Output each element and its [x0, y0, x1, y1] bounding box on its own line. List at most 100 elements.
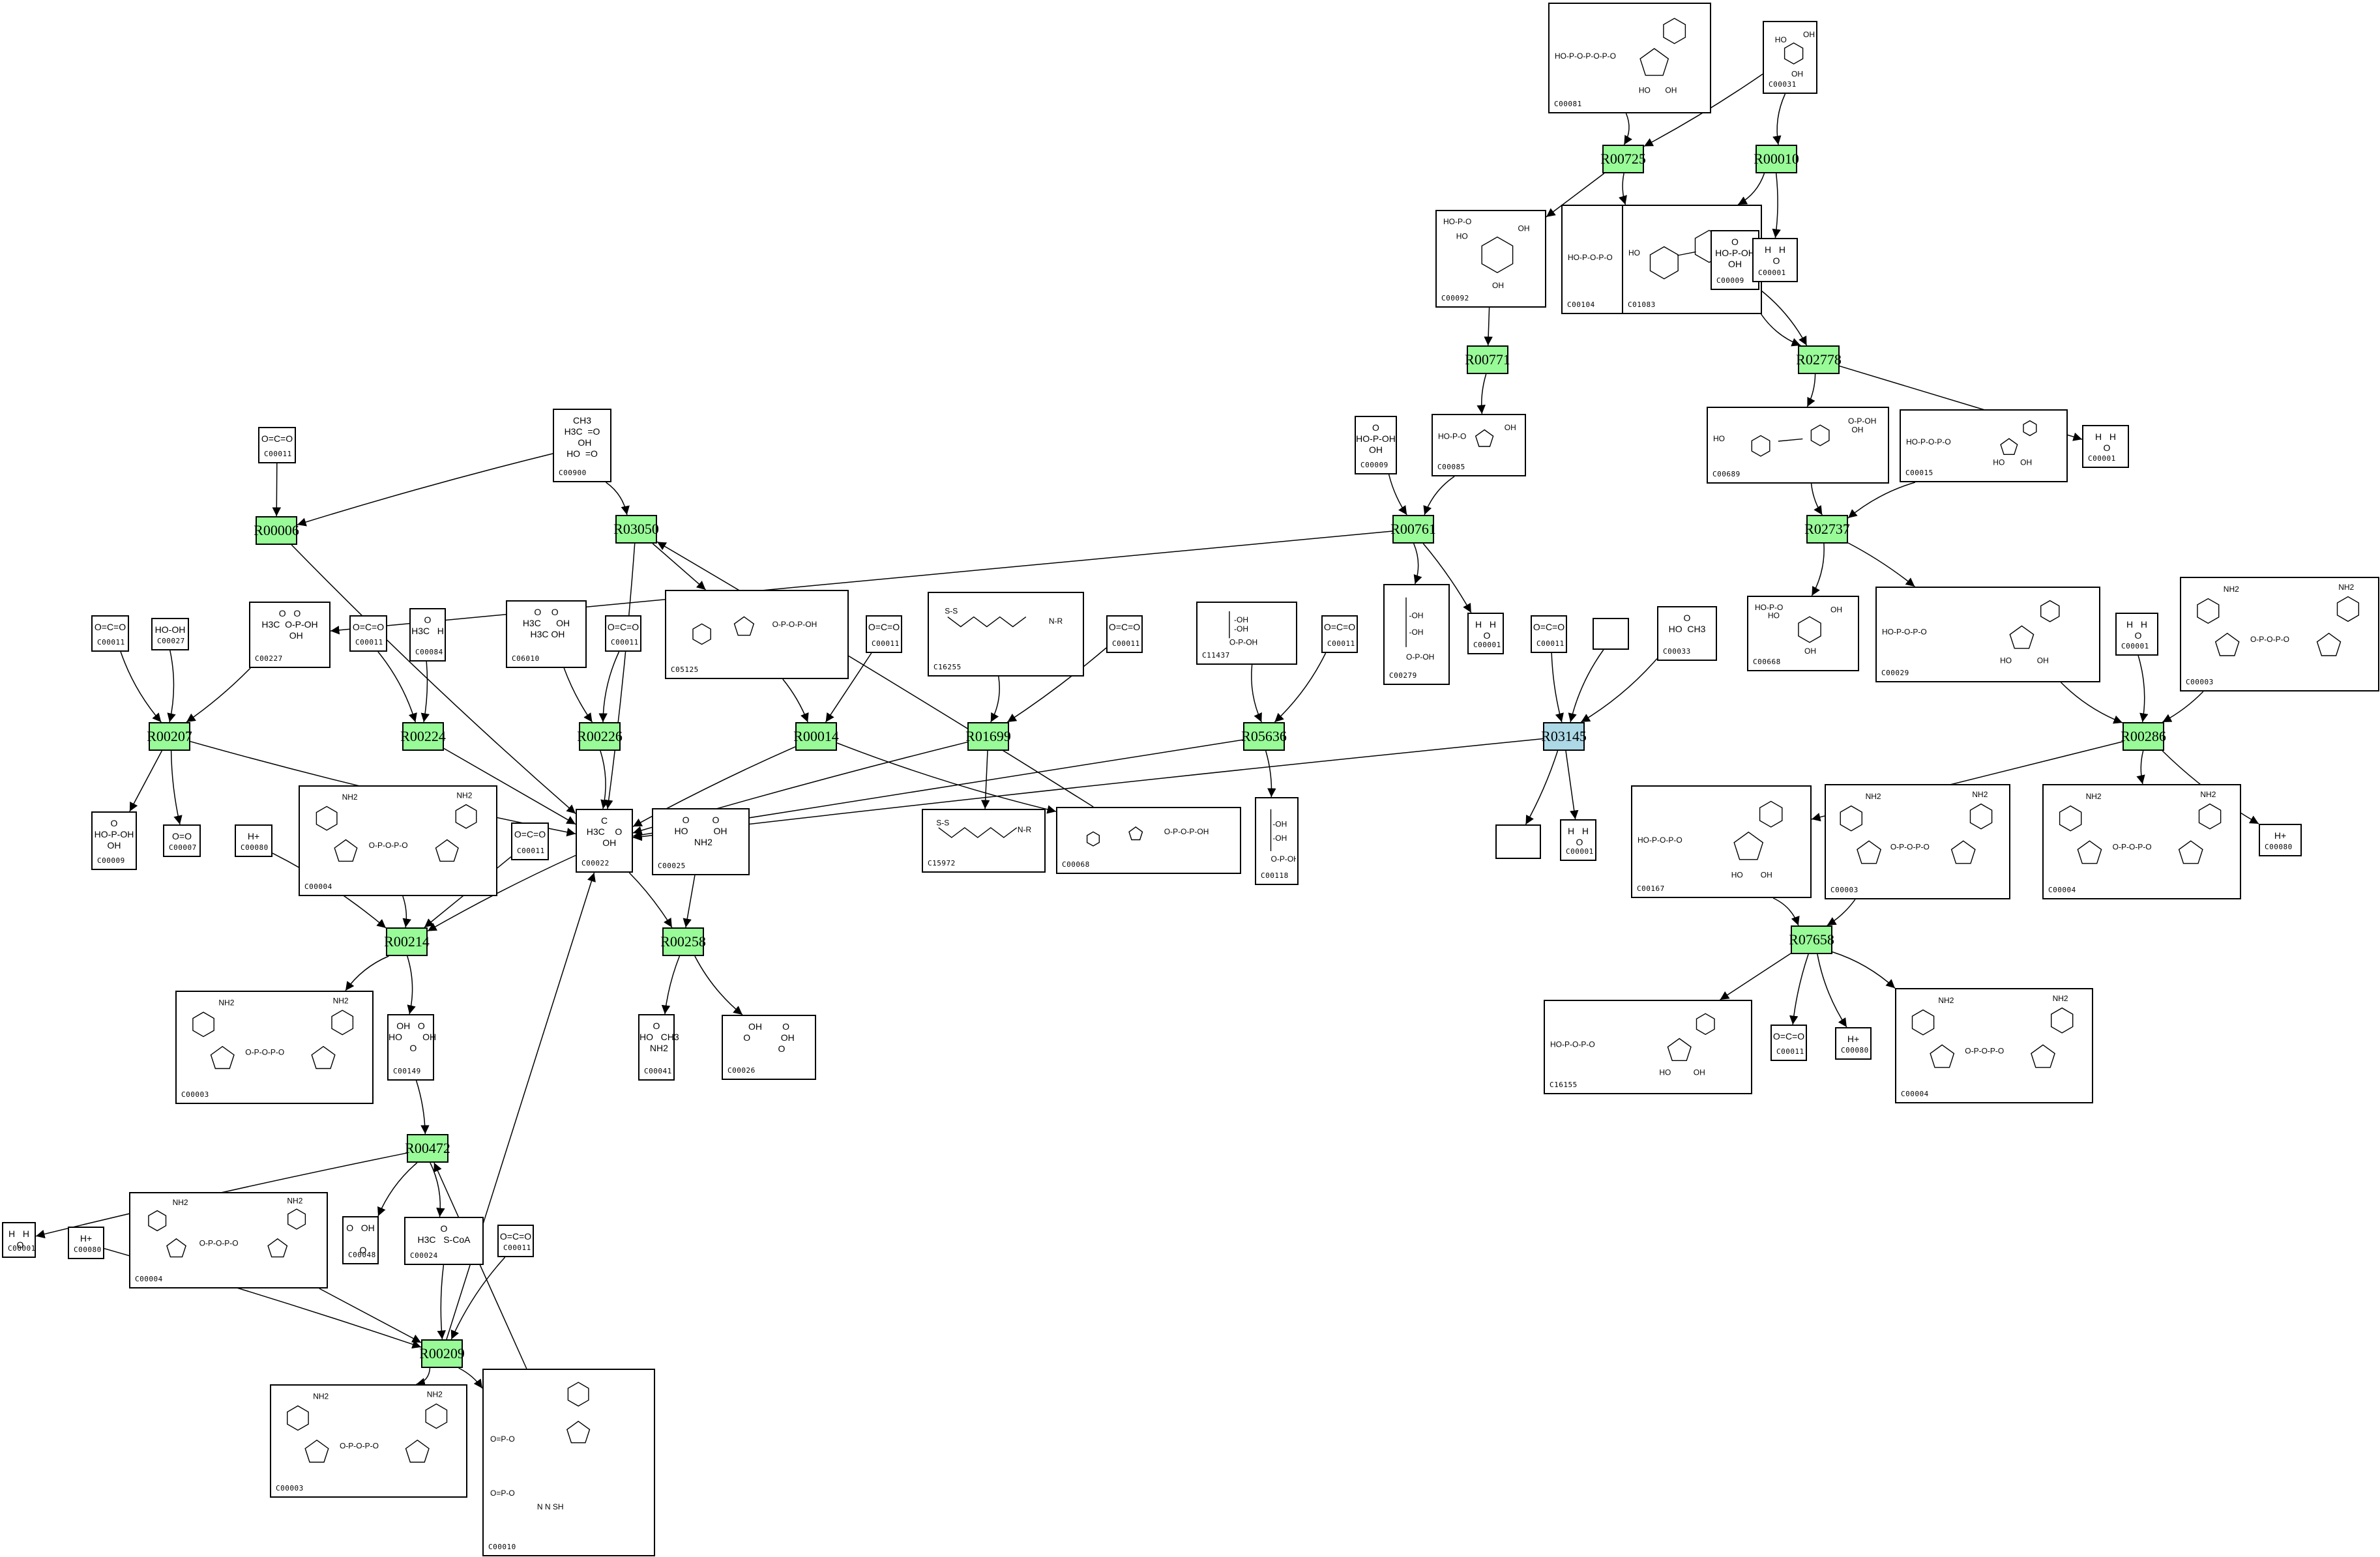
- reaction-node-r00472[interactable]: R00472: [405, 1134, 450, 1163]
- compound-id-label: C00003: [2186, 678, 2214, 686]
- reaction-node-r03050[interactable]: R03050: [613, 515, 659, 544]
- reaction-node-r00214[interactable]: R00214: [384, 927, 430, 956]
- edge-r00209-to-c00003_d: [416, 1367, 431, 1387]
- reaction-node-r05636[interactable]: R05636: [1241, 722, 1287, 751]
- reaction-node-r00014[interactable]: R00014: [793, 722, 839, 751]
- reaction-node-r00725[interactable]: R00725: [1600, 145, 1646, 173]
- reaction-node-r00207[interactable]: R00207: [147, 722, 192, 751]
- reaction-node-r02778[interactable]: R02778: [1796, 345, 1842, 374]
- compound-structure: O HO CH3: [1668, 613, 1706, 634]
- compound-node-empty[interactable]: [1593, 618, 1629, 650]
- compound-node-empty[interactable]: [1495, 824, 1541, 859]
- reaction-node-r00209[interactable]: R00209: [419, 1339, 465, 1368]
- compound-structure: O=C=O: [1323, 622, 1356, 632]
- reaction-label: R00472: [405, 1140, 450, 1156]
- compound-structure: O=C=O: [499, 1231, 532, 1242]
- compound-node-c00080[interactable]: H+C00080: [235, 824, 272, 857]
- reaction-node-r01699[interactable]: R01699: [965, 722, 1011, 751]
- reaction-node-r00010[interactable]: R00010: [1754, 145, 1799, 173]
- compound-node-c00118[interactable]: -OH-OHO-P-OHC00118: [1255, 797, 1299, 885]
- edge-r02778-to-c00689: [1806, 373, 1816, 407]
- compound-node-c00080[interactable]: H+C00080: [1835, 1027, 1872, 1060]
- edge-r03050-to-c05125: [652, 543, 706, 590]
- compound-id-label: C00022: [581, 859, 610, 867]
- reaction-node-r07658[interactable]: R07658: [1789, 925, 1834, 954]
- reaction-node-r00258[interactable]: R00258: [660, 927, 706, 956]
- compound-node-c00080[interactable]: H+C00080: [68, 1227, 104, 1259]
- reaction-node-r02737[interactable]: R02737: [1804, 515, 1850, 544]
- compound-id-label: C00001: [1758, 269, 1786, 277]
- reaction-node-r00286[interactable]: R00286: [2121, 722, 2166, 751]
- reaction-node-r00006[interactable]: R00006: [254, 516, 299, 545]
- reaction-node-r00761[interactable]: R00761: [1390, 515, 1436, 544]
- reaction-node-r00224[interactable]: R00224: [400, 722, 446, 751]
- svg-text:O-P-O-P-O: O-P-O-P-O: [199, 1238, 239, 1247]
- compound-node-c00080[interactable]: H+C00080: [2259, 824, 2302, 856]
- reaction-node-r03145[interactable]: R03145: [1541, 722, 1587, 751]
- reaction-node-r00771[interactable]: R00771: [1465, 345, 1510, 374]
- svg-text:NH2: NH2: [2338, 583, 2354, 592]
- reaction-node-r00226[interactable]: R00226: [577, 722, 623, 751]
